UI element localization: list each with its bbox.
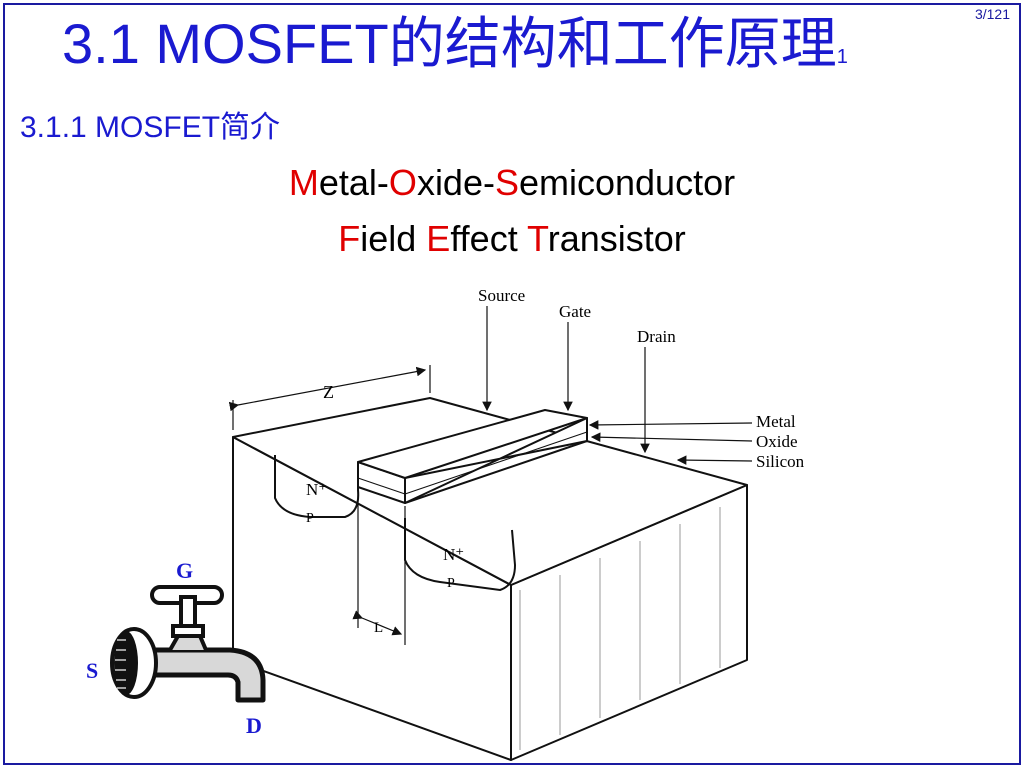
slide-frame: [3, 3, 1021, 765]
metal-label: Metal: [756, 412, 796, 431]
acronym-part: T: [527, 218, 548, 259]
acronym-part: O: [388, 162, 417, 203]
n-plus-drain-well: [404, 518, 517, 592]
gate-stack: [357, 409, 588, 504]
section-subtitle: 3.1.1 MOSFET简介: [20, 111, 281, 144]
p-left-label: P: [306, 511, 314, 526]
oxide-label: Oxide: [756, 432, 798, 451]
silicon-label: Silicon: [756, 452, 805, 471]
acronym-part: etal-: [318, 162, 389, 203]
slide-title: 3.1 MOSFET的结构和工作原理1: [62, 4, 848, 97]
width-label: Z: [323, 382, 334, 402]
acronym-part: M: [288, 162, 319, 203]
acronym-line-2: Field Effect Transistor: [0, 218, 1024, 260]
acronym-part: ield: [360, 218, 427, 259]
n-plus-right-label: N⁺: [443, 545, 464, 564]
silicon-substrate: [232, 397, 748, 761]
gate-label: Gate: [559, 302, 591, 321]
acronym-part: F: [338, 218, 361, 259]
gate-top-face: [357, 409, 588, 479]
length-dimension: [352, 490, 406, 645]
n-plus-left-label: N⁺: [306, 480, 327, 499]
acronym-line-1: Metal-Oxide-Semiconductor: [0, 162, 1024, 204]
acronym-part: emiconductor: [518, 162, 736, 203]
slide-title-subscript: 1: [836, 46, 848, 68]
page-number: 3/121: [974, 6, 1010, 22]
acronym-part: S: [494, 162, 519, 203]
acronym-part: xide-: [416, 162, 495, 203]
acronym-part: E: [426, 218, 451, 259]
acronym-part: ffect: [450, 218, 528, 259]
slide-title-main: 3.1 MOSFET的结构和工作原理: [62, 12, 837, 75]
acronym-part: ransistor: [547, 218, 686, 259]
substrate-shading: [519, 507, 721, 750]
length-label: L: [374, 620, 383, 636]
width-dimension: [228, 365, 431, 430]
p-right-label: P: [447, 576, 455, 591]
drain-label: Drain: [637, 327, 676, 346]
source-label: Source: [478, 286, 525, 305]
